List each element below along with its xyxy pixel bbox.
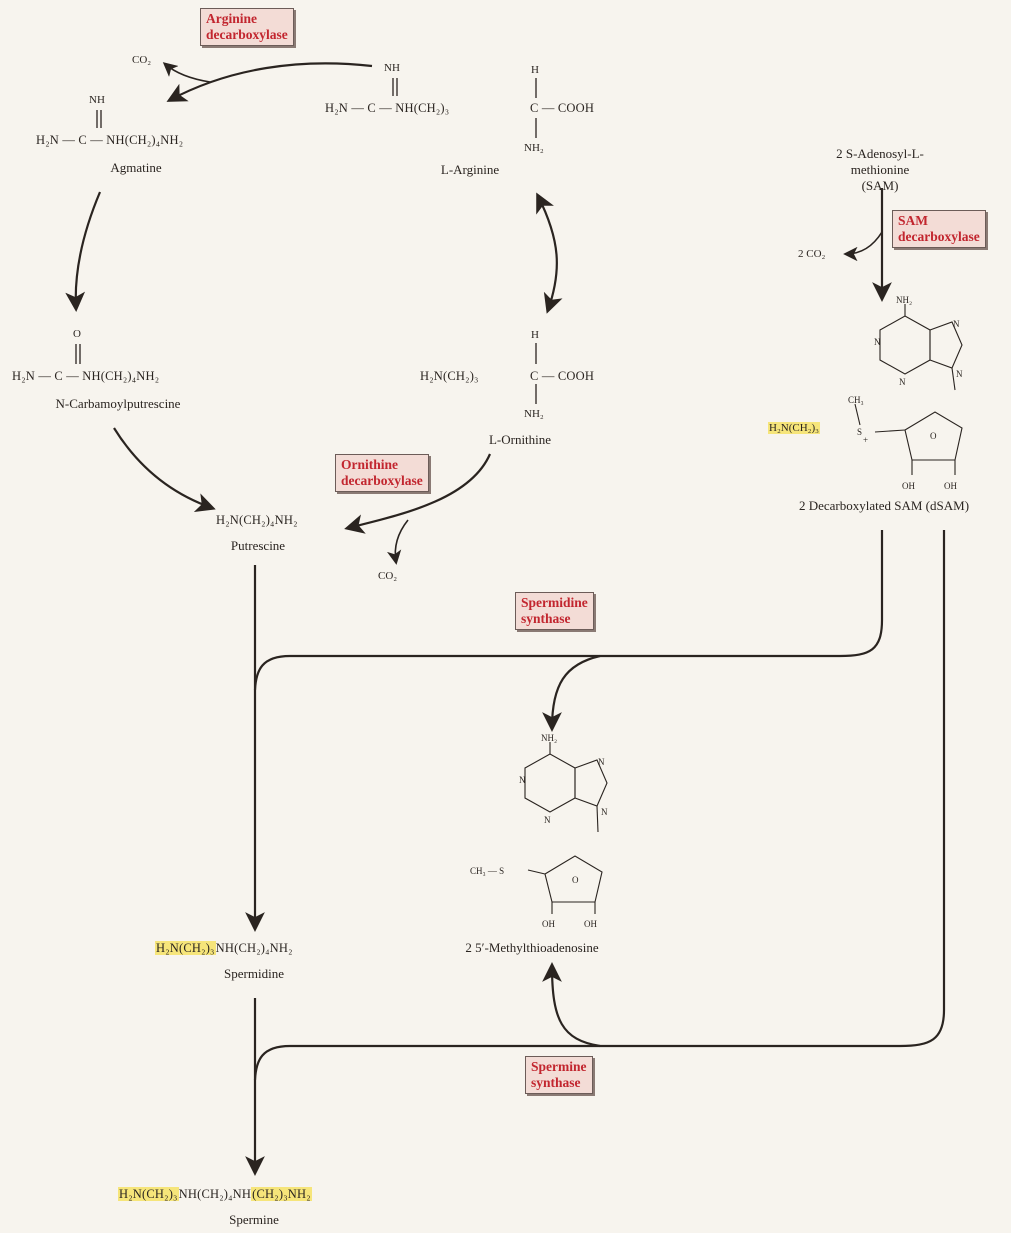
dsam-ring-n3: N: [899, 377, 906, 387]
co2-label-ornithine: CO₂: [378, 570, 398, 582]
mta-adenine-structure: [524, 742, 608, 914]
line-dsam-spermine-branch: [253, 530, 946, 1081]
arginine-nh2: NH₂: [524, 142, 544, 154]
mta-nh2: NH₂: [541, 733, 558, 743]
arrow-co2-release-sam: [843, 231, 883, 262]
putrescine-name: Putrescine: [230, 538, 286, 553]
dsam-sulfur: S: [857, 427, 863, 437]
arginine-formula-left: H₂N — C — NH(CH₂)₃: [325, 101, 450, 115]
spermidine-aminopropyl-highlight: H₂N(CH₂)₃: [155, 941, 216, 955]
arginine-h: H: [531, 64, 539, 76]
mta-name: 2 5′-Methylthioadenosine: [465, 940, 599, 955]
dsam-aminopropyl: H₂N(CH₂)₃: [768, 420, 820, 436]
mta-ribose-o: O: [572, 875, 579, 885]
enzyme-arginine-decarboxylase: Arginine decarboxylase: [200, 8, 294, 46]
dsam-methyl: CH₃: [848, 395, 864, 405]
line-dsam-spermidine-branch: [253, 530, 884, 691]
ornithine-name: L-Ornithine: [488, 432, 552, 447]
agmatine-imino-group: NH: [89, 94, 105, 106]
enzyme-spermine-synthase: Spermine synthase: [525, 1056, 593, 1094]
spermine-formula: H₂N(CH₂)₃NH(CH₂)₄NH(CH₂)₃NH₂: [118, 1186, 312, 1202]
dsam-ring-n1: N: [874, 337, 881, 347]
ornithine-nh2: NH₂: [524, 408, 544, 420]
co2-label-arginine: CO₂: [132, 54, 152, 66]
arrow-carbamoyl-to-putrescine: [113, 427, 216, 513]
arrow-co2-release-arginine: [162, 62, 211, 83]
arginine-name: L-Arginine: [440, 162, 500, 177]
mta-ring-n9: N: [601, 807, 608, 817]
agmatine-name: Agmatine: [110, 160, 162, 175]
sam-name: 2 S-Adenosyl-L-methionine (SAM): [836, 146, 924, 193]
spermine-left-highlight: H₂N(CH₂)₃: [118, 1187, 179, 1201]
arrow-arginine-to-agmatine: [166, 62, 373, 102]
dsam-oh-right: OH: [944, 481, 957, 491]
ornithine-h: H: [531, 329, 539, 341]
mta-oh-right: OH: [584, 919, 597, 929]
spermine-name: Spermine: [229, 1212, 279, 1227]
spermine-right-highlight: (CH₂)₃NH₂: [251, 1187, 312, 1201]
enzyme-sam-decarboxylase: SAM decarboxylase: [892, 210, 986, 248]
mta-oh-left: OH: [542, 919, 555, 929]
ornithine-formula-alpha: C — COOH: [530, 369, 595, 383]
dsam-aminopropyl-highlight: H₂N(CH₂)₃: [768, 422, 820, 434]
co2-label-sam: 2 CO₂: [798, 248, 826, 260]
arrow-to-mta-from-spermine-synthase: [542, 962, 601, 1048]
dsam-oh-left: OH: [902, 481, 915, 491]
arginine-formula-alpha: C — COOH: [530, 101, 595, 115]
putrescine-formula: H₂N(CH₂)₄NH₂: [216, 513, 298, 527]
dsam-ring-n7: N: [953, 319, 960, 329]
carbamoyl-name: N-Carbamoylputrescine: [55, 396, 181, 411]
dsam-nh2: NH₂: [896, 295, 913, 305]
ornithine-formula-left: H₂N(CH₂)₃: [420, 369, 479, 383]
dsam-adenine-structure: [854, 304, 963, 475]
enzyme-spermidine-synthase: Spermidine synthase: [515, 592, 594, 630]
spermidine-formula-rest: NH(CH₂)₄NH₂: [215, 941, 293, 955]
spermidine-formula: H₂N(CH₂)₃NH(CH₂)₄NH₂: [155, 940, 293, 956]
arrow-agmatine-to-carbamoyl: [65, 191, 102, 312]
enzyme-ornithine-decarboxylase: Ornithine decarboxylase: [335, 454, 429, 492]
mta-ring-n1: N: [519, 775, 526, 785]
spermidine-name: Spermidine: [224, 966, 284, 981]
agmatine-formula: H₂N — C — NH(CH₂)₄NH₂: [36, 133, 184, 147]
arrow-ornithine-to-putrescine: [344, 453, 492, 534]
arrow-arginine-ornithine: [536, 192, 563, 314]
arginine-imino-group: NH: [384, 62, 400, 74]
arrow-to-mta-from-spermidine-synthase: [542, 654, 601, 732]
dsam-ribose-o: O: [930, 431, 937, 441]
dsam-name: 2 Decarboxylated SAM (dSAM): [798, 498, 970, 513]
spermine-formula-middle: NH(CH₂)₄NH: [178, 1187, 252, 1201]
dsam-ring-n9: N: [956, 369, 963, 379]
carbamoyl-oxo-group: O: [73, 328, 81, 340]
mta-ring-n7: N: [598, 757, 605, 767]
mta-methylthio: CH₃ — S: [470, 866, 505, 876]
arrow-co2-release-ornithine: [387, 519, 409, 565]
dsam-charge: +: [863, 435, 869, 445]
mta-ring-n3: N: [544, 815, 551, 825]
carbamoyl-formula: H₂N — C — NH(CH₂)₄NH₂: [12, 369, 160, 383]
